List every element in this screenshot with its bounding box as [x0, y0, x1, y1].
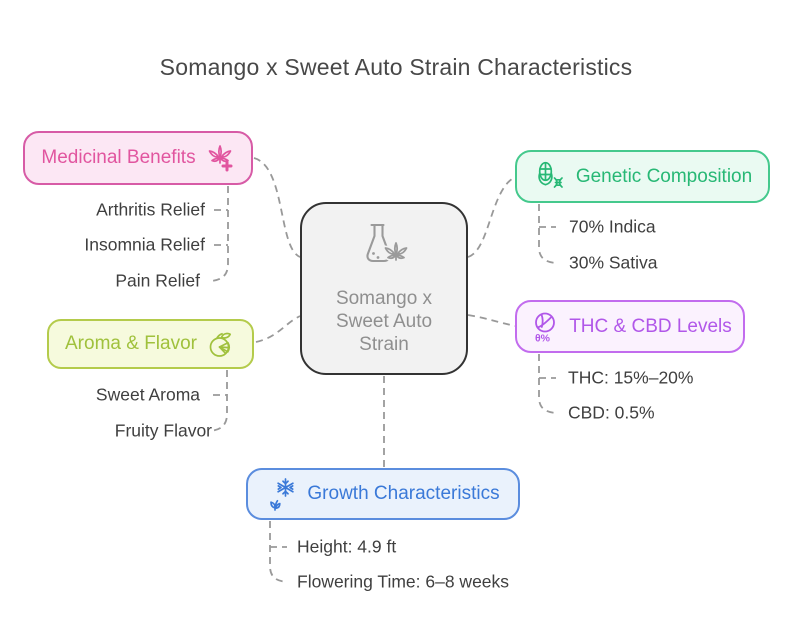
branch-label: Genetic Composition	[575, 165, 753, 187]
connector-center-to-genetic	[467, 176, 516, 258]
percent-badge: θ%	[535, 332, 551, 344]
connector-aroma-items	[209, 370, 228, 432]
item-70-indica: 70% Indica	[569, 216, 656, 237]
connector-aroma-to-center	[255, 315, 301, 343]
branch-aroma-flavor: Aroma & Flavor	[47, 319, 254, 369]
connector-medicinal-items	[210, 186, 229, 282]
item-arthritis-relief: Arthritis Relief	[96, 199, 205, 220]
item-pain-relief: Pain Relief	[115, 270, 200, 291]
branch-label: Growth Characteristics	[307, 483, 500, 504]
leaf-percent-icon: θ%	[528, 310, 560, 344]
branch-label: Medicinal Benefits	[41, 147, 196, 168]
snowflake-plant-icon	[266, 476, 298, 512]
connector-center-to-thc	[467, 314, 516, 327]
item-thc-level: THC: 15%–20%	[568, 367, 694, 388]
citrus-fruit-icon	[206, 329, 236, 359]
flask-cannabis-icon	[352, 220, 416, 279]
connector-genetic-items	[538, 204, 557, 264]
item-30-sativa: 30% Sativa	[569, 252, 658, 273]
corn-dna-icon	[533, 159, 567, 195]
item-flowering-time: Flowering Time: 6–8 weeks	[297, 571, 510, 592]
branch-label: THC & CBD Levels	[569, 315, 732, 337]
branch-thc-cbd-levels: θ% THC & CBD Levels	[515, 300, 745, 353]
connector-medicinal-to-center	[253, 157, 301, 258]
center-node: Somango x Sweet Auto Strain	[300, 202, 468, 375]
item-insomnia-relief: Insomnia Relief	[84, 234, 205, 255]
cannabis-medical-cross-icon	[205, 143, 235, 173]
branch-medicinal-benefits: Medicinal Benefits	[23, 131, 253, 185]
branch-genetic-composition: Genetic Composition	[515, 150, 770, 203]
branch-label: Aroma & Flavor	[65, 333, 197, 354]
item-cbd-level: CBD: 0.5%	[568, 402, 655, 423]
item-fruity-flavor: Fruity Flavor	[114, 420, 212, 441]
connector-growth-items	[269, 521, 288, 583]
branch-growth-characteristics: Growth Characteristics	[246, 468, 520, 520]
center-node-label: Somango x Sweet Auto Strain	[335, 288, 433, 355]
connector-thc-items	[538, 354, 557, 414]
page-title: Somango x Sweet Auto Strain Characterist…	[159, 54, 633, 80]
item-height: Height: 4.9 ft	[297, 536, 397, 557]
item-sweet-aroma: Sweet Aroma	[95, 384, 200, 405]
